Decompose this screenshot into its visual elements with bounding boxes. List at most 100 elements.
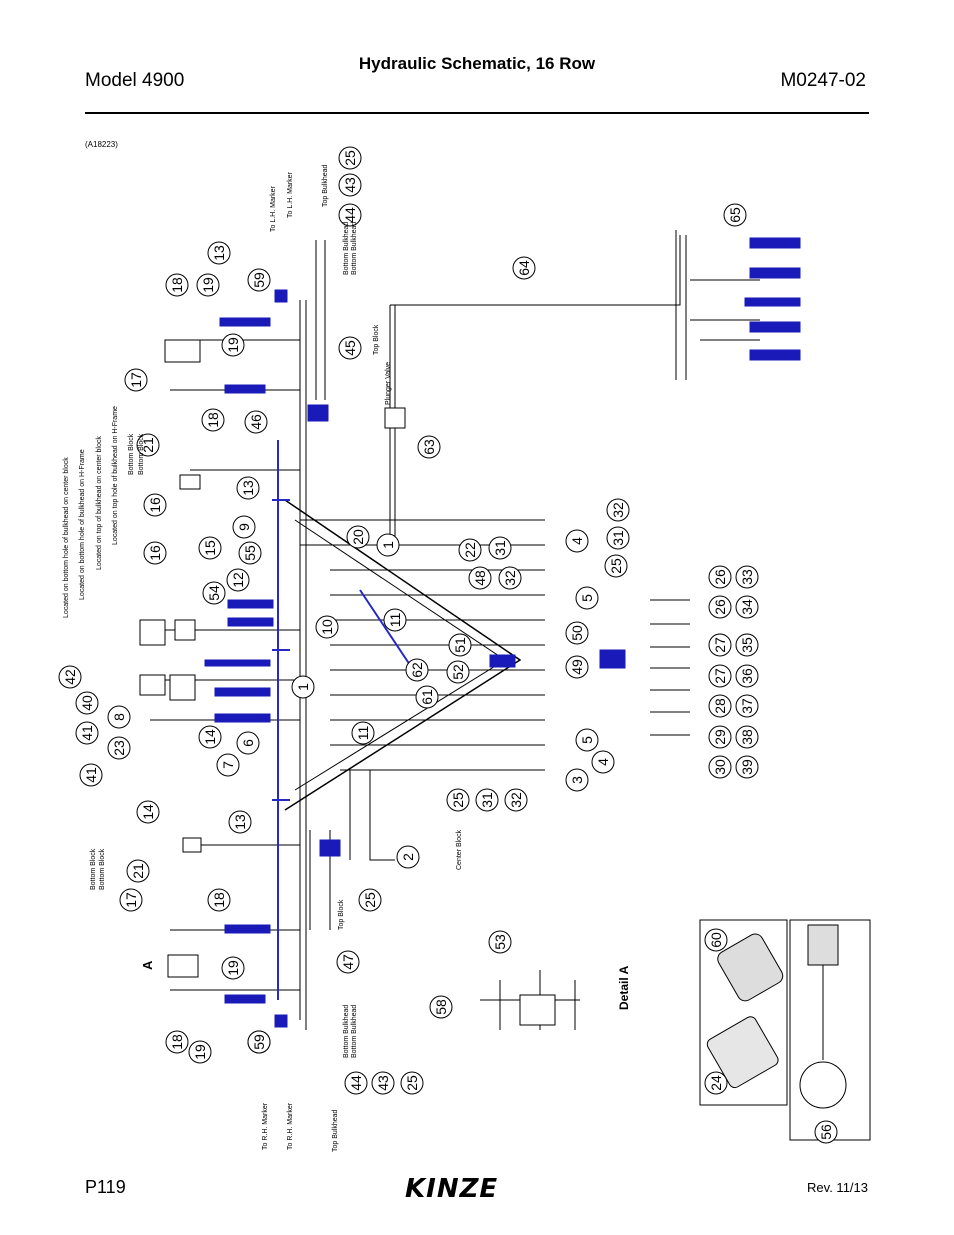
svg-text:53: 53	[492, 934, 508, 950]
figure-reference: (A18223)	[85, 140, 118, 149]
callout-18-1: 18	[165, 273, 189, 297]
callout-19-4: 19	[188, 1040, 212, 1064]
svg-text:18: 18	[169, 1034, 185, 1050]
svg-text:5: 5	[579, 736, 595, 744]
header-rule	[85, 112, 869, 114]
callout-50: 50	[565, 621, 589, 645]
callout-21-1: 21	[136, 433, 160, 457]
callout-62: 62	[405, 658, 429, 682]
callout-5-1: 5	[575, 586, 599, 610]
callout-25-2: 25	[604, 554, 628, 578]
callout-59-1: 59	[247, 268, 271, 292]
label-detail-a: Detail A	[617, 965, 631, 1010]
callout-31-3: 31	[475, 788, 499, 812]
svg-text:2: 2	[400, 853, 416, 861]
callout-4-2: 4	[591, 750, 615, 774]
svg-text:15: 15	[202, 540, 218, 556]
svg-text:14: 14	[140, 804, 156, 820]
callout-25-4: 25	[358, 888, 382, 912]
callout-15: 15	[198, 536, 222, 560]
svg-text:41: 41	[79, 725, 95, 741]
svg-text:32: 32	[610, 502, 626, 518]
callout-16-2: 16	[143, 541, 167, 565]
callout-41-1: 41	[75, 721, 99, 745]
document-number: M0247-02	[780, 70, 866, 91]
svg-text:1: 1	[295, 683, 311, 691]
callout-44-2: 44	[344, 1071, 368, 1095]
svg-text:19: 19	[225, 960, 241, 976]
callout-29: 29	[708, 725, 732, 749]
callout-30: 30	[708, 755, 732, 779]
svg-text:19: 19	[200, 277, 216, 293]
callout-26-1: 26	[708, 565, 732, 589]
callout-47: 47	[336, 950, 360, 974]
svg-text:44: 44	[348, 1075, 364, 1091]
callout-5-2: 5	[575, 728, 599, 752]
svg-text:59: 59	[251, 272, 267, 288]
svg-text:9: 9	[236, 523, 252, 531]
callout-18-4: 18	[165, 1030, 189, 1054]
svg-text:13: 13	[240, 480, 256, 496]
svg-text:7: 7	[220, 761, 236, 769]
svg-text:61: 61	[419, 689, 435, 705]
svg-text:8: 8	[111, 713, 127, 721]
svg-text:31: 31	[610, 530, 626, 546]
callout-32-3: 32	[504, 788, 528, 812]
callout-25-5: 25	[400, 1071, 424, 1095]
callout-34: 34	[735, 595, 759, 619]
valve-blocks	[139, 339, 556, 1026]
page-number: P119	[85, 1177, 126, 1197]
svg-text:47: 47	[340, 954, 356, 970]
callout-32-2: 32	[606, 498, 630, 522]
callout-22: 22	[458, 538, 482, 562]
svg-text:43: 43	[375, 1075, 391, 1091]
svg-text:26: 26	[712, 569, 728, 585]
callout-6: 6	[236, 731, 260, 755]
svg-text:25: 25	[450, 792, 466, 808]
svg-text:63: 63	[421, 439, 437, 455]
svg-text:13: 13	[232, 814, 248, 830]
label-to-lh-marker: To L.H. Marker	[270, 185, 277, 232]
callout-37: 37	[735, 694, 759, 718]
svg-text:23: 23	[111, 740, 127, 756]
detail-inset	[699, 919, 871, 1141]
callout-41-2: 41	[79, 763, 103, 787]
callout-8: 8	[107, 705, 131, 729]
label-note-4: Located on top hole of bulkhead on H-Fra…	[112, 406, 119, 545]
svg-text:33: 33	[739, 569, 755, 585]
page-title: Hydraulic Schematic, 16 Row	[358, 54, 596, 73]
callout-43-1: 43	[338, 173, 362, 197]
svg-text:22: 22	[462, 542, 478, 558]
svg-text:13: 13	[211, 245, 227, 261]
callout-14-2: 14	[136, 800, 160, 824]
svg-text:32: 32	[502, 570, 518, 586]
svg-text:51: 51	[452, 637, 468, 653]
svg-text:27: 27	[712, 668, 728, 684]
svg-text:29: 29	[712, 729, 728, 745]
svg-text:60: 60	[708, 932, 724, 948]
label-note-2: Located on bottom hole of bulkhead on H-…	[79, 449, 86, 600]
svg-text:16: 16	[147, 545, 163, 561]
label-bottom-bulkhead: Bottom Bulkhead	[343, 1005, 350, 1058]
svg-text:37: 37	[739, 698, 755, 714]
label-section-a: A	[140, 960, 155, 970]
callout-48: 48	[468, 566, 492, 590]
male-coupler-icon	[706, 1016, 779, 1089]
svg-text:55: 55	[242, 545, 258, 561]
callout-16-1: 16	[143, 493, 167, 517]
svg-text:27: 27	[712, 637, 728, 653]
svg-text:21: 21	[140, 437, 156, 453]
svg-text:62: 62	[409, 662, 425, 678]
svg-text:1: 1	[380, 541, 396, 549]
callout-54: 54	[202, 581, 226, 605]
callout-51: 51	[448, 633, 472, 657]
svg-text:54: 54	[206, 585, 222, 601]
label-to-lh-marker: To L.H. Marker	[287, 171, 294, 218]
svg-text:49: 49	[569, 659, 585, 675]
label-top-bulkhead: Top Bulkhead	[322, 164, 329, 207]
callout-45: 45	[338, 336, 362, 360]
callout-65: 65	[723, 203, 747, 227]
revision: Rev. 11/13	[807, 1180, 868, 1195]
svg-text:65: 65	[727, 207, 743, 223]
